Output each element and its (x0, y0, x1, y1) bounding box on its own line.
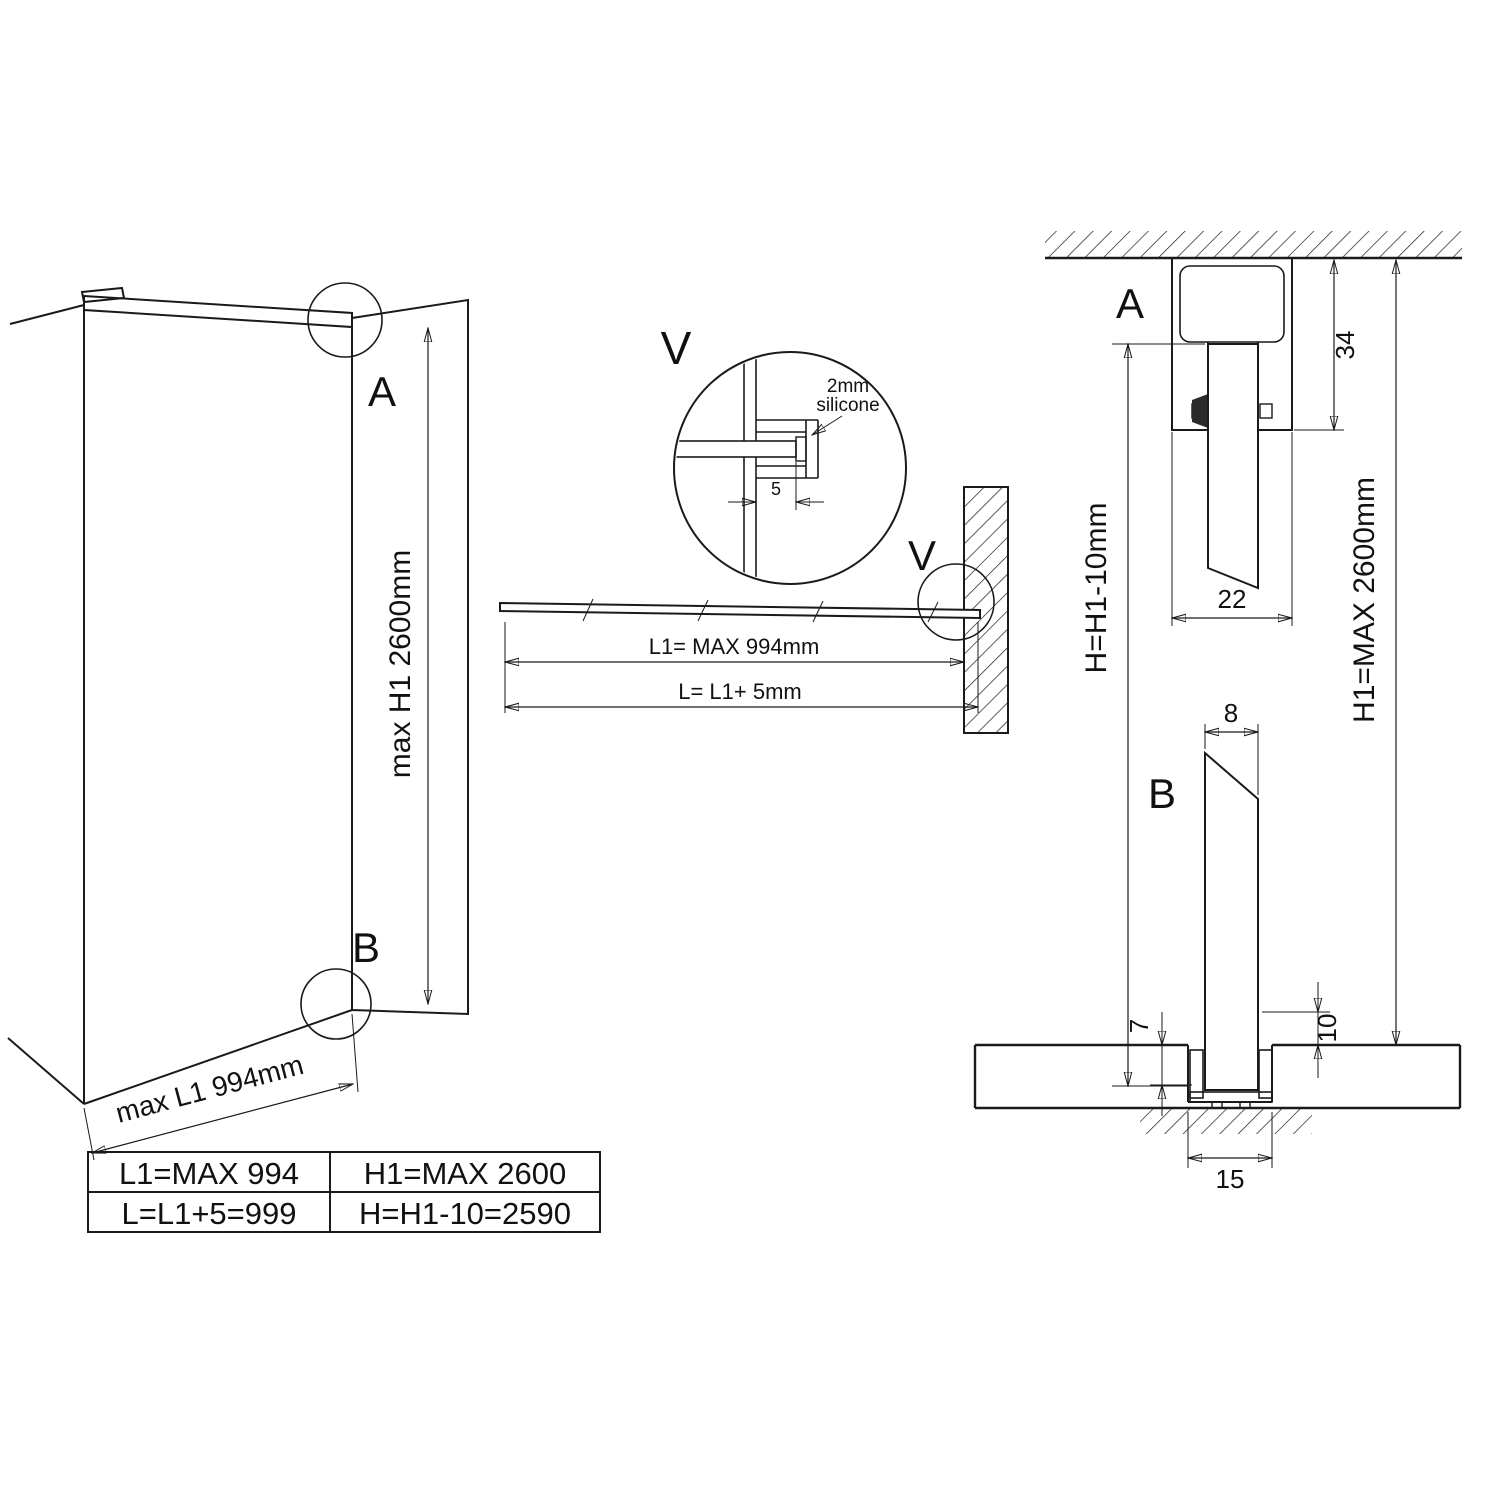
floor-hatch (1140, 1108, 1312, 1134)
dim-text-max-h1: max H1 2600mm (384, 550, 417, 778)
label-a: A (368, 368, 396, 415)
spec-table: L1=MAX 994 H1=MAX 2600 L=L1+5=999 H=H1-1… (87, 1151, 601, 1233)
glass-tick-4 (927, 601, 939, 623)
plan-view: L1= MAX 994mm L= L1+ 5mm V (499, 486, 1009, 734)
detail-marker-circle-a (307, 282, 383, 358)
silicone-bead (795, 436, 807, 462)
glass-plan-bar (499, 601, 981, 620)
top-support-bar (83, 294, 353, 329)
glass-section-b (1204, 750, 1259, 1091)
profile-foot-right (1239, 1101, 1251, 1109)
table-cell-h1: H1=MAX 2600 (364, 1156, 566, 1191)
section-b-label: B (1148, 770, 1176, 817)
detail-content (676, 354, 819, 582)
profile-hook-right (1259, 403, 1273, 419)
glass-edge-detail (676, 440, 797, 458)
detail-v: V 2mm silicone 5 (661, 322, 907, 585)
table-cell-l1: L1=MAX 994 (119, 1156, 299, 1191)
glass-tick-3 (812, 600, 824, 623)
perspective-view: A B max H1 2600mm max L1 994mm (7, 282, 469, 1161)
ceiling-hatch (1045, 231, 1462, 258)
table-cell-l: L=L1+5=999 (122, 1196, 297, 1231)
dim-text-insertion: 5 (771, 479, 781, 499)
detail-marker-circle-b (300, 968, 372, 1040)
detail-circle (673, 351, 907, 585)
dim-text-plan-l: L= L1+ 5mm (678, 679, 802, 704)
floor-profile-base (1189, 1091, 1273, 1103)
section-b: 8 B 7 10 15 (973, 698, 1462, 1194)
silicone-note-line2: silicone (816, 395, 879, 416)
wall-top-edge (9, 304, 85, 325)
dim-text-22: 22 (1218, 584, 1247, 614)
dim-text-h1: H1=MAX 2600mm (1348, 477, 1381, 723)
dim-text-h: H=H1-10mm (1080, 503, 1113, 674)
dim-text-10: 10 (1312, 1014, 1342, 1043)
ext-line-l1-right (351, 1013, 359, 1093)
profile-chamber (1179, 265, 1285, 343)
glass-section-a (1207, 343, 1259, 590)
dim-text-plan-l1: L1= MAX 994mm (649, 634, 820, 659)
glass-clamp-wedge (1192, 394, 1208, 428)
dim-line-max-l1 (92, 1084, 353, 1153)
wall-end-cap (80, 286, 126, 304)
glass-tick-1 (582, 598, 594, 622)
silicone-note-line1: 2mm (827, 376, 869, 397)
profile-foot-left (1211, 1101, 1223, 1109)
glass-tick-2 (697, 599, 709, 622)
height-dimensions: H=H1-10mm H1=MAX 2600mm (1080, 260, 1396, 1086)
dim-text-7: 7 (1124, 1019, 1154, 1033)
label-b: B (352, 924, 380, 971)
detail-ref-circle-v (917, 563, 995, 641)
detail-ref-label-v: V (908, 532, 936, 579)
floor-profile-left (1189, 1049, 1204, 1099)
dim-text-15: 15 (1216, 1164, 1245, 1194)
section-a-label: A (1116, 280, 1144, 327)
dim-text-34: 34 (1330, 331, 1360, 360)
floor-profile-right (1258, 1049, 1273, 1099)
floor-left-edge (7, 1037, 85, 1105)
glass-panel-outline (351, 298, 469, 1016)
section-a: A 34 22 (1045, 231, 1462, 626)
detail-label-v: V (661, 322, 692, 374)
dim-text-8: 8 (1224, 698, 1238, 728)
silicone-leader (812, 415, 843, 435)
table-cell-h: H=H1-10=2590 (359, 1196, 571, 1231)
